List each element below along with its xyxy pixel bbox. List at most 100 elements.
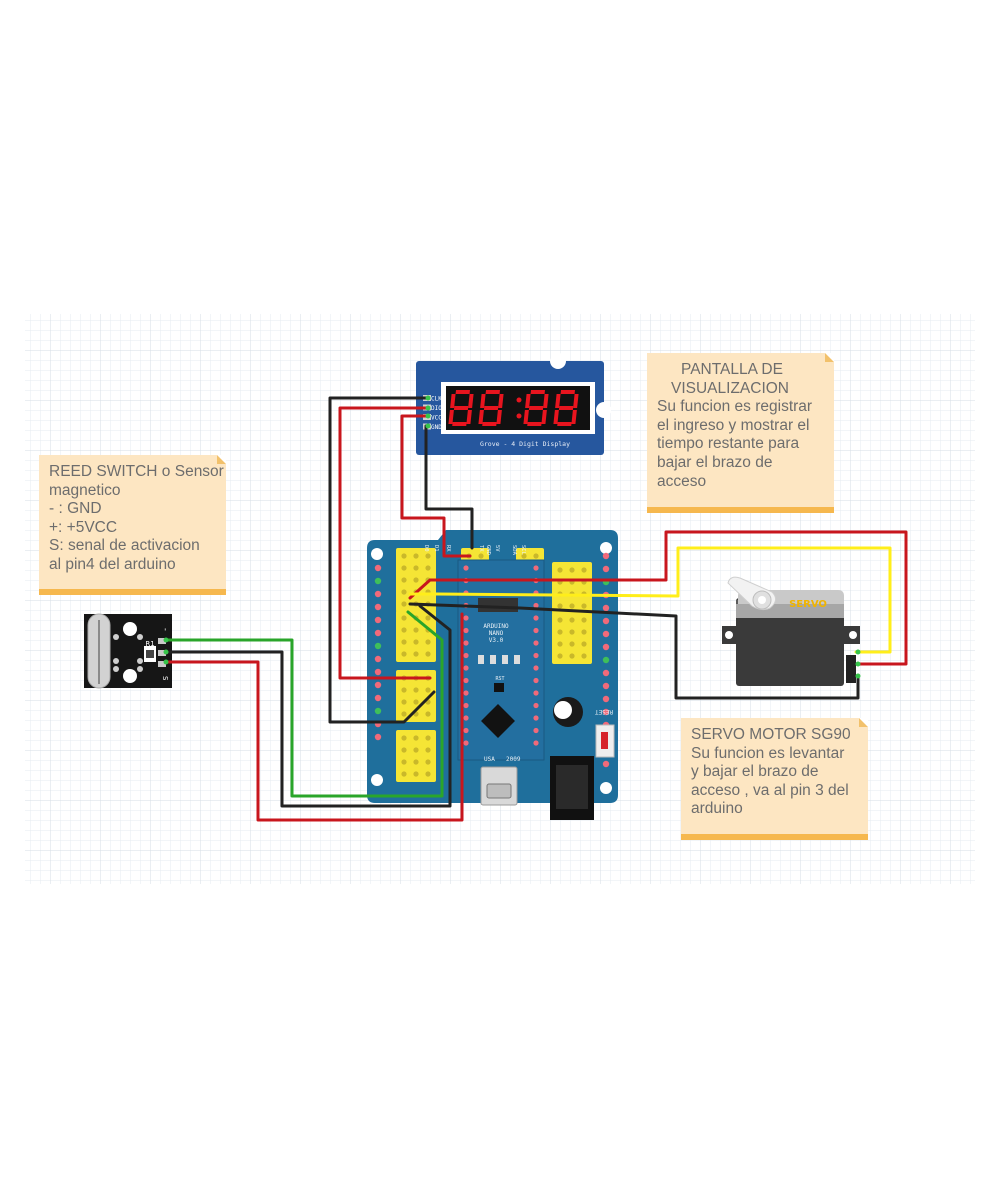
- header-hole[interactable]: [569, 603, 575, 609]
- header-hole[interactable]: [557, 653, 563, 659]
- header-hole[interactable]: [425, 771, 431, 777]
- header-hole[interactable]: [425, 747, 431, 753]
- nano-pin: [533, 640, 539, 646]
- header-hole[interactable]: [401, 577, 407, 583]
- header-hole[interactable]: [401, 759, 407, 765]
- note-fold: [859, 718, 868, 727]
- header-hole[interactable]: [425, 711, 431, 717]
- header-hole[interactable]: [569, 629, 575, 635]
- header-hole[interactable]: [569, 641, 575, 647]
- header-hole[interactable]: [413, 553, 419, 559]
- header-hole[interactable]: [413, 639, 419, 645]
- shield-pin: [602, 760, 610, 768]
- header-label: SCL: [520, 545, 526, 556]
- shield-pin: [374, 655, 382, 663]
- header-hole[interactable]: [413, 759, 419, 765]
- display-pin-label: CLK: [431, 396, 442, 403]
- header-hole[interactable]: [401, 771, 407, 777]
- header-hole[interactable]: [425, 615, 431, 621]
- nano-label-3: V3.0: [489, 637, 504, 644]
- nano-pin: [533, 602, 539, 609]
- shield-pin: [374, 616, 382, 624]
- note-reed-switch: REED SWITCH o Sensor magnetico - : GND +…: [39, 455, 226, 595]
- nano-pin: [533, 565, 539, 571]
- header-hole[interactable]: [557, 641, 563, 647]
- wire-display-dio: [338, 406, 432, 680]
- header-hole[interactable]: [401, 735, 407, 741]
- wire-junctions: [163, 395, 861, 679]
- header-hole[interactable]: [401, 687, 407, 693]
- note-line: SERVO MOTOR SG90: [691, 726, 851, 743]
- shield-pin: [374, 694, 382, 702]
- nano-pin: [533, 702, 539, 709]
- header-hole[interactable]: [425, 759, 431, 765]
- header-hole[interactable]: [581, 567, 587, 573]
- header-hole[interactable]: [401, 553, 407, 559]
- shield-pin: [374, 707, 382, 715]
- header-hole[interactable]: [401, 589, 407, 595]
- header-hole[interactable]: [413, 735, 419, 741]
- shield-pin: [602, 604, 610, 612]
- note-line: VISUALIZACION: [671, 379, 789, 397]
- header-hole[interactable]: [425, 565, 431, 571]
- nano-pin: [463, 690, 469, 696]
- header-hole[interactable]: [533, 553, 539, 559]
- header-hole[interactable]: [557, 603, 563, 609]
- header-hole[interactable]: [569, 653, 575, 659]
- nano-pin: [533, 615, 539, 621]
- header-hole[interactable]: [401, 711, 407, 717]
- header-hole[interactable]: [569, 567, 575, 573]
- shield-pin: [374, 668, 382, 676]
- header-hole[interactable]: [413, 699, 419, 705]
- header-hole[interactable]: [413, 687, 419, 693]
- header-hole[interactable]: [425, 651, 431, 657]
- header-hole[interactable]: [569, 617, 575, 623]
- header-hole[interactable]: [413, 771, 419, 777]
- header-hole[interactable]: [401, 639, 407, 645]
- header-hole[interactable]: [521, 553, 527, 559]
- header-label: D1: [433, 545, 439, 552]
- header-hole[interactable]: [413, 565, 419, 571]
- header-hole[interactable]: [401, 747, 407, 753]
- note-line: Su funcion es levantar: [691, 744, 845, 762]
- header-hole[interactable]: [413, 651, 419, 657]
- header-hole[interactable]: [401, 651, 407, 657]
- header-hole[interactable]: [557, 629, 563, 635]
- header-hole[interactable]: [425, 553, 431, 559]
- wire-display-vcc: [400, 414, 472, 558]
- header-hole[interactable]: [581, 641, 587, 647]
- wire-servo-power: [408, 530, 908, 666]
- header-hole[interactable]: [401, 565, 407, 571]
- header-hole[interactable]: [413, 747, 419, 753]
- nano-pin: [533, 690, 539, 696]
- header-hole[interactable]: [401, 601, 407, 607]
- header-hole[interactable]: [557, 617, 563, 623]
- header-hole[interactable]: [581, 653, 587, 659]
- note-line: S: senal de activacion: [49, 537, 200, 555]
- nano-pin: [533, 627, 539, 634]
- nano-pin: [463, 702, 469, 709]
- header-hole[interactable]: [425, 639, 431, 645]
- header-hole[interactable]: [413, 577, 419, 583]
- header-hole[interactable]: [581, 617, 587, 623]
- header-hole[interactable]: [413, 627, 419, 633]
- nano-pin: [463, 665, 469, 671]
- reed-label-minus: -: [161, 628, 170, 631]
- reset-button-nano[interactable]: [494, 683, 504, 692]
- header-hole[interactable]: [401, 615, 407, 621]
- display-digit: [553, 390, 579, 426]
- header-hole[interactable]: [557, 567, 563, 573]
- header-hole[interactable]: [425, 687, 431, 693]
- header-hole[interactable]: [425, 735, 431, 741]
- shield-pin: [374, 681, 382, 689]
- note-display: PANTALLA DE VISUALIZACION Su funcion es …: [647, 353, 834, 513]
- servo-label: SERVO: [789, 599, 827, 610]
- header-hole[interactable]: [581, 629, 587, 635]
- header-hole[interactable]: [581, 603, 587, 609]
- header-hole[interactable]: [401, 627, 407, 633]
- header-hole[interactable]: [478, 553, 484, 559]
- shield-pin: [374, 642, 382, 650]
- header-hole[interactable]: [401, 699, 407, 705]
